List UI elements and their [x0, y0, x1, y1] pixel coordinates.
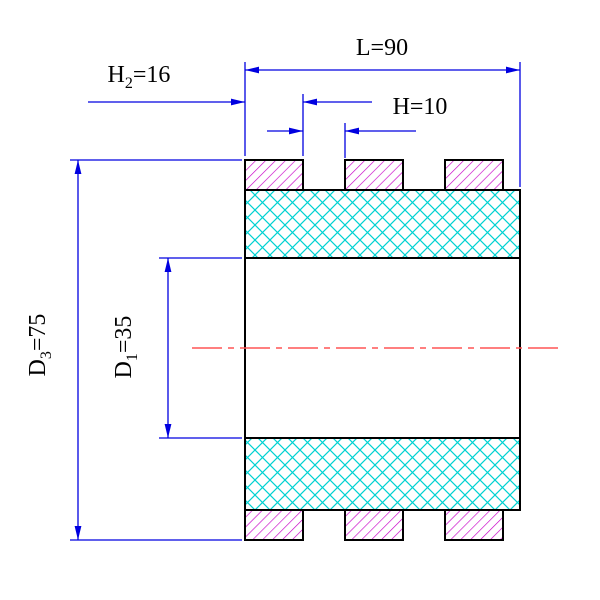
label-L: L=90 [356, 35, 408, 61]
top-rib-2 [344, 159, 404, 191]
arrowhead-left [245, 66, 259, 74]
arrowhead-right-pointing [231, 98, 245, 106]
dimension-graphics [70, 62, 521, 541]
dim-D1 [159, 257, 242, 439]
arrowhead-up [164, 258, 172, 272]
label-D1: D1=35 [111, 316, 141, 379]
dim-H2 [88, 94, 372, 156]
bottom-rib-3 [444, 509, 504, 541]
arrowhead-left-pointing [345, 127, 359, 135]
bottom-rib-2 [344, 509, 404, 541]
label-H: H=10 [393, 94, 448, 120]
top-rib-1 [244, 159, 304, 191]
bottom-rib-1 [244, 509, 304, 541]
section-band-top [244, 189, 521, 259]
top-rib-3 [444, 159, 504, 191]
arrowhead-right [506, 66, 520, 74]
part-section [244, 159, 521, 541]
bottom-ribs [244, 509, 504, 541]
dimension-labels: L=90 H2=16 H=10 D3=75 D1=35 [25, 35, 447, 378]
arrowhead-up [74, 160, 82, 174]
section-band-bottom [244, 437, 521, 511]
dim-length-L [244, 62, 521, 187]
label-H2: H2=16 [108, 62, 171, 92]
label-D3: D3=75 [25, 314, 55, 377]
arrowhead-down [164, 424, 172, 438]
top-ribs [244, 159, 504, 191]
dim-D3 [70, 159, 242, 541]
arrowhead-left-pointing [303, 98, 317, 106]
arrowhead-down [74, 526, 82, 540]
arrowhead-right-pointing [289, 127, 303, 135]
dim-H [267, 123, 416, 158]
